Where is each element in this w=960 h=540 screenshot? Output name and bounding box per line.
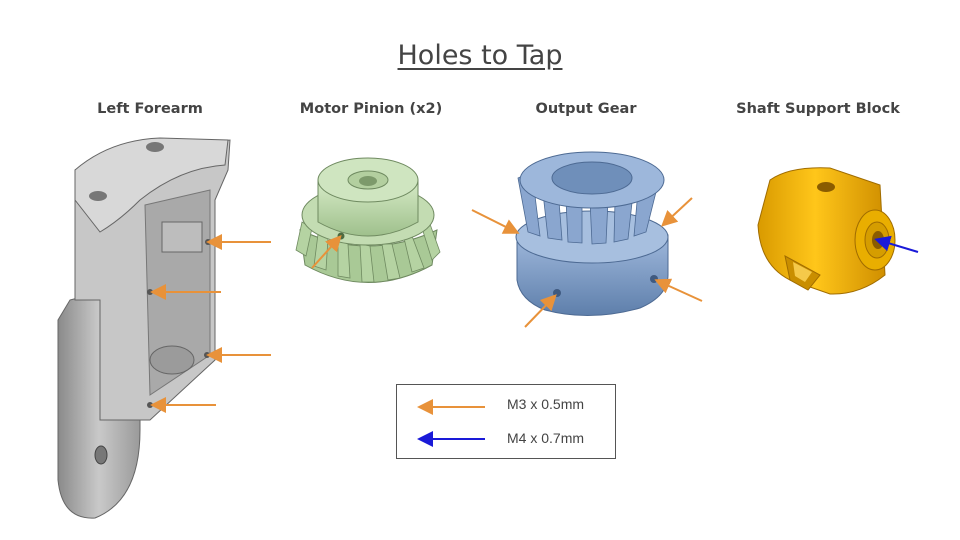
label-output-gear: Output Gear (535, 101, 637, 117)
legend: M3 x 0.5mm M4 x 0.7mm (396, 384, 616, 459)
label-motor-pinion: Motor Pinion (x2) (299, 101, 443, 117)
arrow-gear-hole-right (654, 278, 703, 302)
page-title: Holes to Tap (397, 40, 563, 71)
legend-swatches (417, 399, 485, 447)
arrow-gear-hole-left (524, 294, 557, 328)
arrow-support-block (874, 235, 919, 253)
arrow-gear-left (471, 209, 520, 234)
legend-m3-label: M3 x 0.5mm (507, 396, 585, 412)
output-gear-part (515, 151, 669, 316)
motor-pinion-part (295, 157, 441, 283)
legend-m4-label: M4 x 0.7mm (507, 430, 585, 446)
arrow-pinion (311, 235, 342, 269)
shaft-support-block-part (757, 167, 896, 295)
label-left-forearm: Left Forearm (97, 101, 203, 117)
left-forearm-part (57, 137, 231, 519)
m3-arrows (150, 197, 703, 413)
arrow-gear-right (661, 197, 693, 227)
label-shaft-support-block: Shaft Support Block (736, 101, 900, 117)
